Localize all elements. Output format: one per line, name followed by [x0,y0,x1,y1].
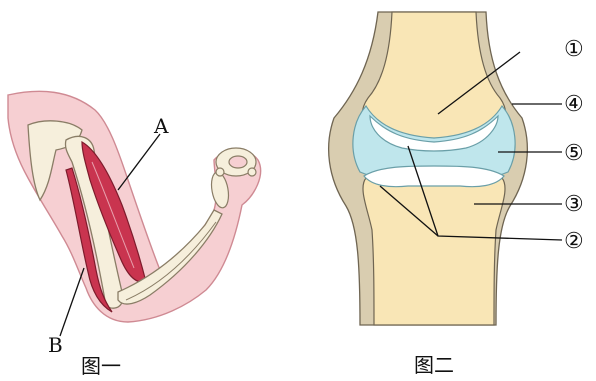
label-4: ④ [564,92,584,117]
label-a-leader [118,134,160,190]
label-b: B [48,333,63,357]
label-1: ① [564,37,584,62]
label-3: ③ [564,192,584,217]
figure-2-joint-diagram: ① ④ ⑤ ③ ② 图二 [329,12,584,377]
lower-bone-head [363,172,505,325]
figure-1-arm-diagram: A B 图一 [8,91,261,378]
lower-articular-cartilage [364,166,504,187]
figure-2-caption: 图二 [414,353,454,377]
label-2: ② [564,229,584,254]
figure-1-caption: 图一 [81,354,121,378]
label-5: ⑤ [564,141,584,166]
label-b-leader [60,268,84,336]
label-a: A [153,114,169,138]
